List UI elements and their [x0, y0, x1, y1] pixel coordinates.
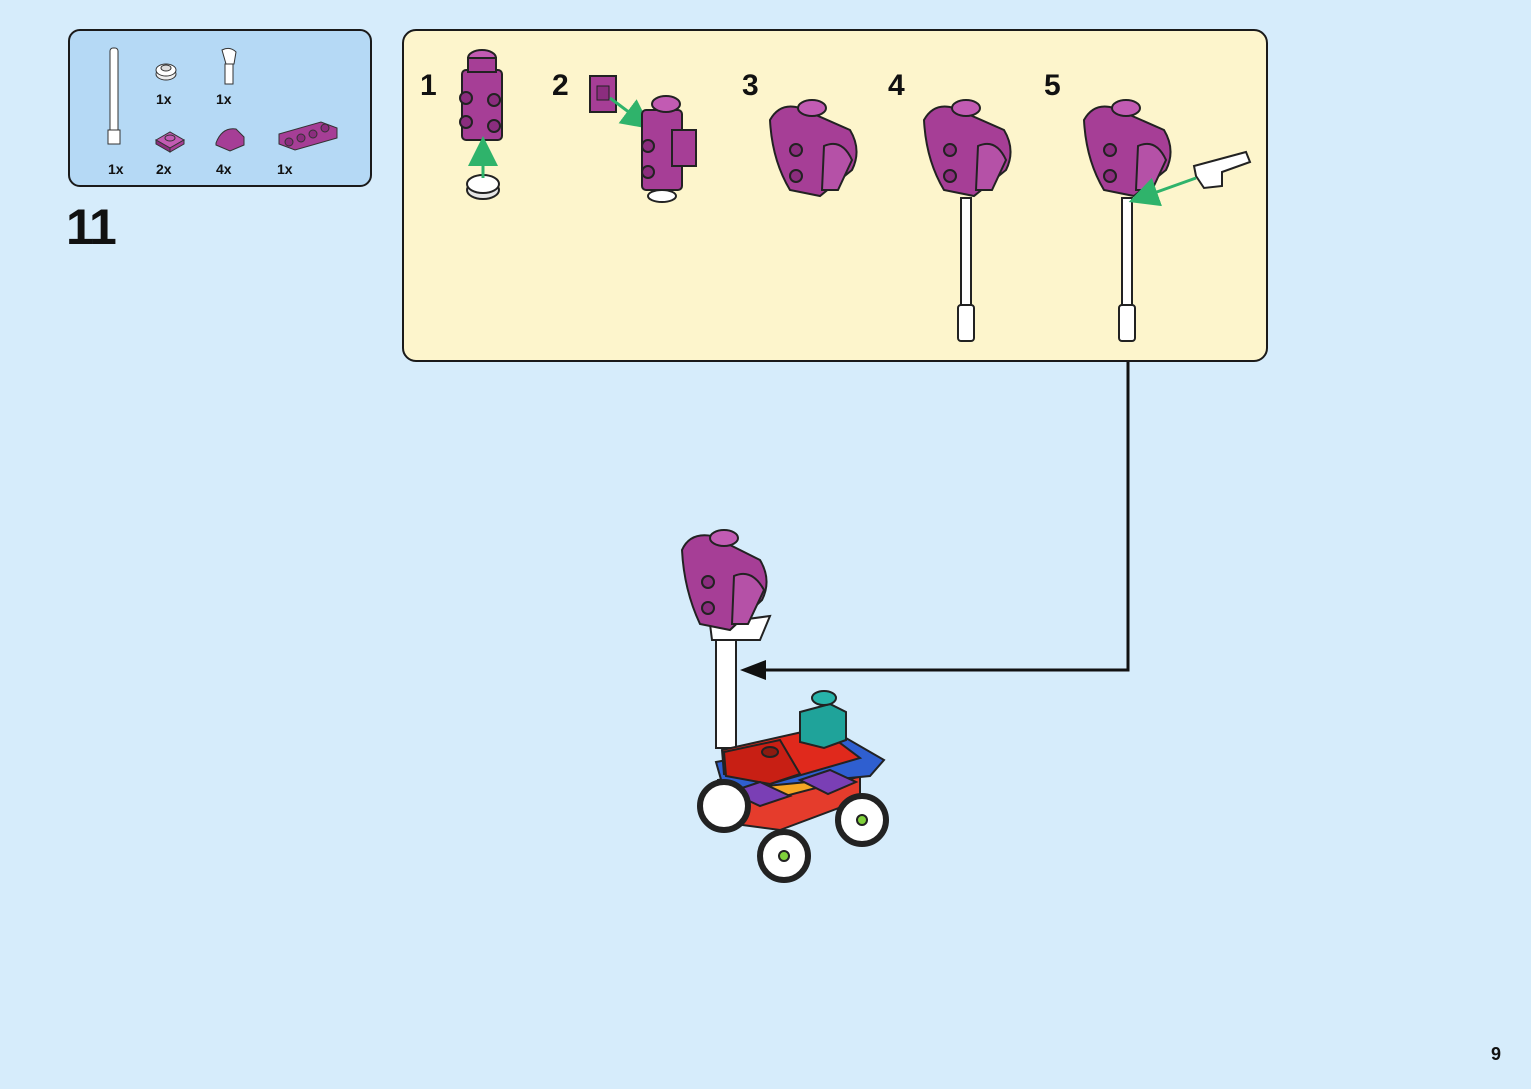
substep-1-illustration: [460, 50, 502, 199]
main-model-illustration: [682, 530, 886, 880]
substep-5-illustration: [1084, 100, 1250, 341]
substep-4-illustration: [924, 100, 1011, 341]
page-number: 9: [1491, 1044, 1501, 1065]
substep-2-illustration: [590, 76, 696, 202]
substep-3-illustration: [770, 100, 857, 196]
